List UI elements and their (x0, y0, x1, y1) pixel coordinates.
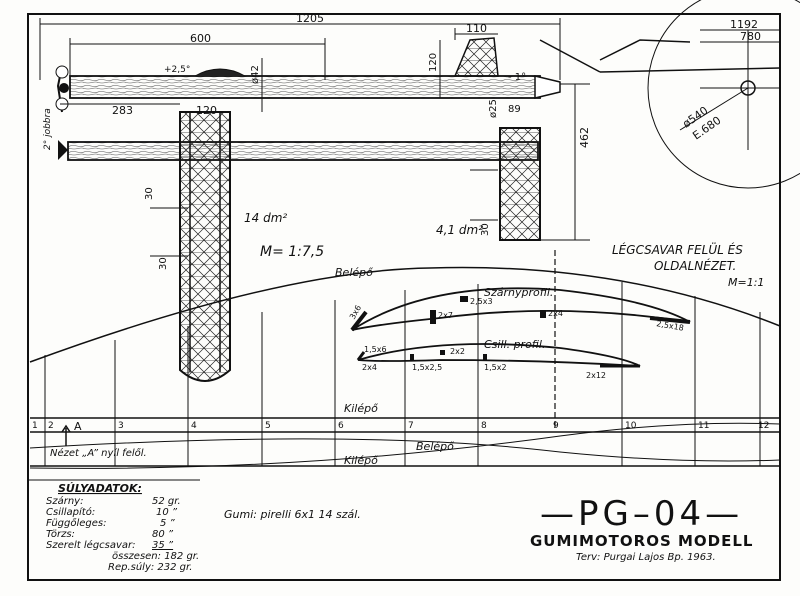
weights-table: SÚLYADATOK: Szárny: 52 gr. Csillapító: 1… (46, 482, 199, 573)
weight-label-torzs: Törzs: (46, 529, 75, 540)
label-belepo2: Belépő (416, 440, 454, 453)
dim-283: 283 (112, 104, 133, 117)
rib-numbers: 1 2 3 4 5 6 7 8 9 10 11 12 A Nézet „A” n… (32, 420, 769, 459)
prop-note-scale: M=1:1 (728, 276, 764, 289)
label-szarnyprofil: Szárnyprofil. (484, 286, 553, 299)
rib-8: 8 (481, 421, 487, 431)
weights-heading: SÚLYADATOK: (58, 482, 142, 495)
dimension-labels: 1205 600 110 1192 780 120 ø42 - 1° +2,5°… (43, 12, 761, 270)
dim-120-vertical: 120 (428, 53, 439, 72)
stabilizer-panel (499, 127, 541, 241)
rib-10: 10 (625, 421, 637, 431)
dim-30-a: 30 (144, 187, 155, 200)
rib-1: 1 (32, 421, 38, 431)
label-csillprofil: Csill. profil. (484, 338, 545, 351)
model-title: —PG–04— (540, 494, 744, 534)
prop-note-line2: OLDALNÉZET. (654, 258, 736, 273)
leading-edge-line (29, 266, 781, 363)
weight-value-fuggoleges: 5 ” (160, 518, 176, 529)
weight-total: összesen: 182 gr. (112, 551, 199, 562)
rib-6: 6 (338, 421, 344, 431)
fuselage-side (69, 75, 541, 99)
area-stab: 4,1 dm² (436, 223, 483, 237)
propeller-side (55, 65, 69, 113)
section-15x2: 1,5x2 (484, 363, 507, 372)
dim-jobbra: 2° jobbra (43, 108, 53, 150)
weight-value-szarny: 52 gr. (152, 496, 181, 507)
view-a-marker: A (74, 420, 82, 433)
label-kilepo1: Kilépő (344, 402, 378, 415)
scale-label: M= 1:7,5 (260, 244, 324, 260)
rubber-spec: Gumi: pirelli 6x1 14 szál. (224, 508, 361, 521)
dim-89: 89 (508, 104, 521, 115)
section-2x12: 2x12 (586, 371, 606, 380)
dim-110: 110 (466, 22, 487, 35)
rib-4: 4 (191, 421, 197, 431)
section-25x3: 2,5x3 (470, 297, 493, 306)
section-2x4a: 2x4 (548, 309, 563, 318)
side-view (39, 18, 561, 113)
designer-credit: Terv: Purgai Lajos Bp. 1963. (576, 552, 716, 563)
sheet-border (27, 13, 781, 581)
plan-view (58, 83, 590, 382)
weight-value-legcsavar: 35 ” (152, 540, 174, 551)
rib-11: 11 (698, 421, 709, 431)
area-wing: 14 dm² (244, 211, 287, 225)
view-a-note: Nézet „A” nyíl felől. (50, 447, 147, 459)
weight-label-csillapito: Csillapító: (46, 506, 95, 518)
model-subtitle: GUMIMOTOROS MODELL (530, 532, 754, 550)
section-2x7: 2x7 (438, 311, 453, 320)
weight-flight: Rep.súly: 232 gr. (108, 561, 192, 573)
dim-780: 780 (740, 30, 761, 43)
fuselage-plan (67, 141, 539, 161)
dim-462: 462 (578, 127, 591, 148)
label-belepo-top: Belépő (335, 266, 373, 279)
dim-42: ø42 (250, 65, 261, 84)
section-2x2: 2x2 (450, 347, 465, 356)
section-15x25: 1,5x2,5 (412, 363, 442, 372)
weight-label-legcsavar: Szerelt légcsavar: (46, 539, 136, 551)
rib-3: 3 (118, 421, 124, 431)
rib-7: 7 (408, 421, 414, 431)
dim-minus1: - 1° (508, 72, 526, 83)
weight-value-torzs: 80 ” (152, 529, 174, 540)
rib-5: 5 (265, 421, 271, 431)
weight-label-fuggoleges: Függőleges: (46, 517, 107, 529)
dim-1205: 1205 (296, 12, 324, 25)
section-15x6: 1,5x6 (364, 345, 387, 354)
rib-2: 2 (48, 421, 54, 431)
weight-label-szarny: Szárny: (46, 495, 83, 507)
wing-pylon (194, 68, 246, 77)
dim-30-c: 30 (480, 223, 491, 236)
wing-panel (179, 111, 231, 382)
dim-120-horizontal: 120 (196, 104, 217, 117)
dim-1192: 1192 (730, 18, 758, 31)
area-labels: 14 dm² 4,1 dm² M= 1:7,5 LÉGCSAVAR FELÜL … (244, 211, 764, 289)
rib-12: 12 (758, 421, 769, 431)
fin (453, 37, 499, 77)
dim-25: ø25 (488, 99, 499, 118)
dim-30-b: 30 (158, 257, 169, 270)
dim-600: 600 (190, 32, 211, 45)
section-2x4b: 2x4 (362, 363, 377, 372)
rib-9: 9 (553, 421, 559, 431)
label-kilepo2: Kilépő (344, 454, 378, 467)
propeller-view (539, 0, 800, 189)
wing-rib-drawing (29, 250, 781, 469)
prop-note-line1: LÉGCSAVAR FELÜL ÉS (612, 241, 743, 257)
dim-plus25: +2,5° (164, 65, 190, 75)
weight-value-csillapito: 10 ” (156, 507, 178, 518)
airfoil-labels: Belépő Szárnyprofil. Csill. profil. Kilé… (335, 266, 684, 467)
